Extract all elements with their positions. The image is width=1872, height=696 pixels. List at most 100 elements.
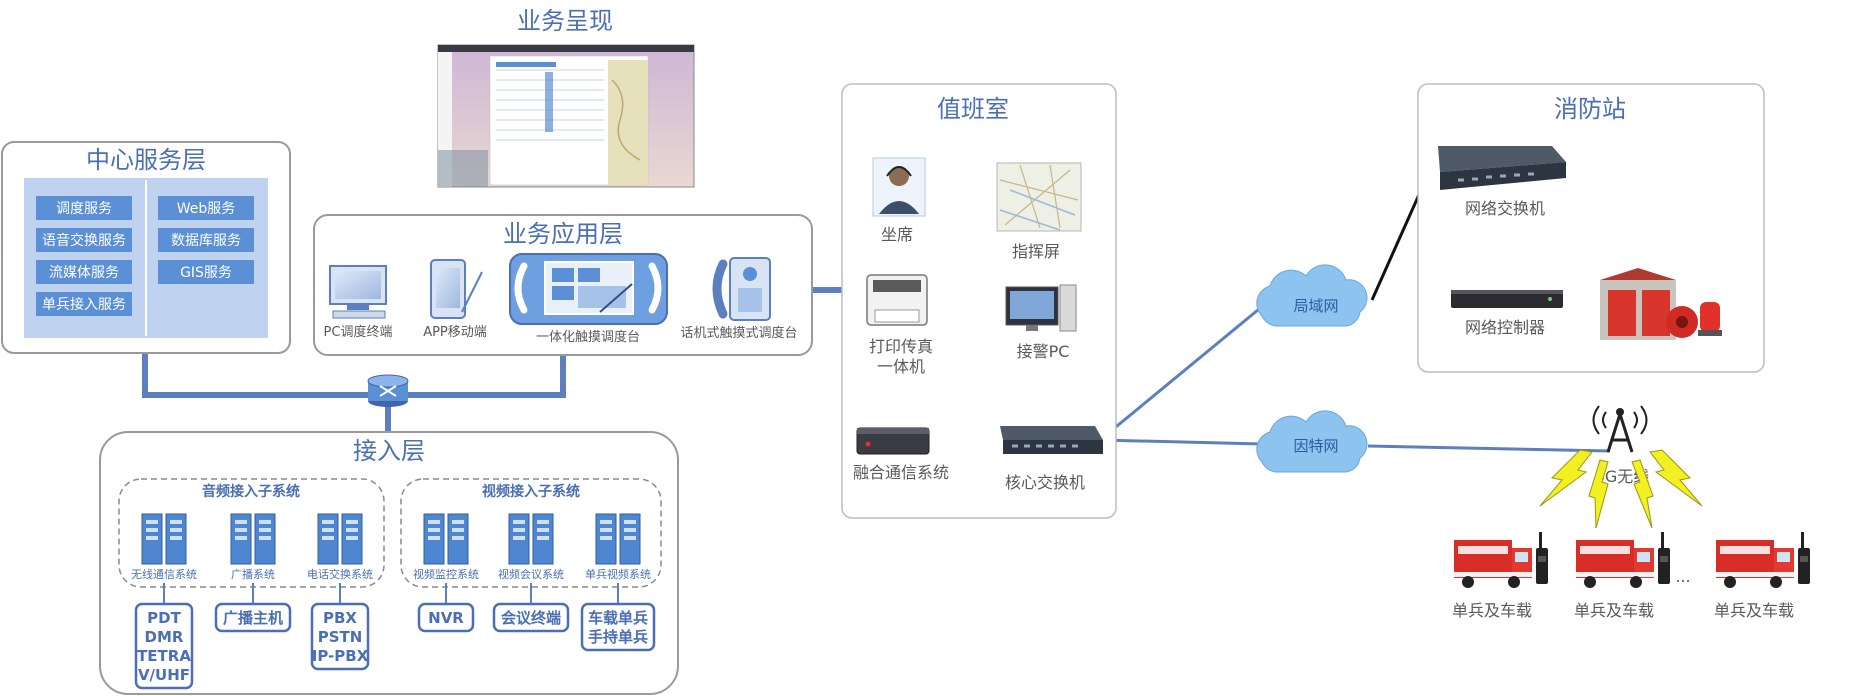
handheld-radio-icon bbox=[1658, 532, 1670, 584]
access-device-box bbox=[214, 602, 292, 633]
service-label: 语音交换服务 bbox=[42, 232, 126, 249]
video-group-label: 视频接入子系统 bbox=[482, 483, 580, 500]
access-device-label: IP-PBX bbox=[312, 647, 369, 665]
station-switch-label: 网络交换机 bbox=[1465, 199, 1545, 218]
pc-terminal-label: PC调度终端 bbox=[324, 324, 393, 340]
pc-terminal-icon bbox=[329, 265, 387, 319]
printer-fax-icon bbox=[866, 274, 928, 326]
handheld-radio-icon bbox=[1798, 532, 1810, 584]
presentation-title: 业务呈现 bbox=[517, 7, 613, 35]
server-cabinet-icon bbox=[508, 513, 554, 565]
access-device-label: NVR bbox=[428, 609, 464, 627]
service-box bbox=[158, 196, 254, 220]
center-service-layer: 中心服务层 调度服务语音交换服务流媒体服务单兵接入服务Web服务数据库服务GIS… bbox=[1, 141, 291, 354]
access-device-label: V/UHF bbox=[138, 666, 190, 684]
access-system-label: 广播系统 bbox=[231, 567, 275, 581]
access-system-label: 单兵视频系统 bbox=[585, 567, 651, 581]
service-label: 单兵接入服务 bbox=[42, 296, 126, 313]
service-box bbox=[36, 292, 132, 316]
fire-equipment-icon bbox=[1600, 268, 1722, 340]
field-unit-label: 单兵及车载 bbox=[1714, 601, 1794, 620]
service-box bbox=[158, 228, 254, 252]
field-unit-label: 单兵及车载 bbox=[1452, 601, 1532, 620]
presentation-section: 业务呈现 bbox=[437, 7, 695, 188]
phone-console-icon bbox=[712, 257, 771, 321]
fire-station: 消防站 网络交换机 网络控制器 bbox=[1417, 83, 1765, 373]
duty-room-title: 值班室 bbox=[937, 95, 1009, 123]
lan-label: 局域网 bbox=[1293, 297, 1338, 315]
app-layer: 业务应用层 PC调度终端 APP移动端 一体化触摸调度台 bbox=[313, 214, 813, 356]
touch-console-label: 一体化触摸调度台 bbox=[536, 329, 640, 345]
access-system-label: 视频会议系统 bbox=[498, 567, 564, 581]
mobile-app-label: APP移动端 bbox=[423, 325, 487, 340]
access-device-label: DMR bbox=[145, 628, 184, 646]
link-core-lan bbox=[1099, 298, 1271, 442]
router-icon bbox=[367, 374, 409, 407]
server-cabinet-icon bbox=[423, 513, 469, 565]
access-device-label: PBX bbox=[323, 609, 357, 627]
server-cabinet-icon bbox=[141, 513, 187, 565]
access-system-label: 电话交换系统 bbox=[307, 567, 373, 581]
server-cabinet-icon bbox=[230, 513, 276, 565]
field-ellipsis: ... bbox=[1675, 567, 1690, 586]
app-layer-title: 业务应用层 bbox=[503, 220, 623, 248]
server-cabinet-icon bbox=[595, 513, 641, 565]
service-box bbox=[158, 260, 254, 284]
access-device-label: 广播主机 bbox=[223, 609, 283, 627]
lan-cloud: 局域网 bbox=[1256, 264, 1368, 327]
internet-label: 因特网 bbox=[1293, 437, 1338, 455]
field-units: 单兵及车载 单兵及车载 单兵及车载 bbox=[1452, 532, 1810, 620]
duty-room: 值班室 坐席 指挥屏 打印传真 一体机 bbox=[841, 83, 1117, 519]
service-label: Web服务 bbox=[177, 201, 236, 217]
fusion-system-label: 融合通信系统 bbox=[853, 463, 949, 482]
access-layer: 接入层 音频接入子系统 视频接入子系统 无线通信系统PDTDMRTETRAV/U… bbox=[99, 431, 679, 695]
access-device-label: 车载单兵 bbox=[588, 609, 648, 627]
access-device-box bbox=[134, 602, 194, 690]
access-device-label: TETRA bbox=[137, 647, 191, 665]
access-system-label: 视频监控系统 bbox=[413, 567, 479, 581]
access-device-box bbox=[580, 602, 656, 652]
handheld-radio-icon bbox=[1536, 532, 1548, 584]
controller-label: 网络控制器 bbox=[1465, 318, 1545, 337]
wireless-bolts bbox=[1539, 449, 1703, 529]
server-cabinet-icon bbox=[317, 513, 363, 565]
core-switch-label: 核心交换机 bbox=[1005, 473, 1085, 492]
audio-group-label: 音频接入子系统 bbox=[202, 483, 300, 500]
fire-station-title: 消防站 bbox=[1554, 95, 1626, 123]
center-layer-title: 中心服务层 bbox=[86, 146, 206, 174]
command-screen-icon bbox=[996, 162, 1082, 232]
fire-truck-icon bbox=[1716, 540, 1794, 588]
seat-icon bbox=[872, 157, 926, 217]
command-screen-label: 指挥屏 bbox=[1012, 242, 1060, 261]
station-switch-icon bbox=[1438, 146, 1566, 190]
tower-4g: 4G无线 bbox=[1539, 405, 1703, 529]
access-system-label: 无线通信系统 bbox=[131, 567, 197, 581]
service-box bbox=[36, 228, 132, 252]
access-device-box bbox=[492, 602, 570, 633]
seat-label: 坐席 bbox=[881, 225, 913, 244]
dashboard-screenshot bbox=[437, 44, 695, 188]
service-label: 数据库服务 bbox=[171, 233, 241, 249]
mobile-app-icon bbox=[430, 259, 483, 319]
core-switch-icon bbox=[1000, 426, 1103, 454]
printer-fax-label-2: 一体机 bbox=[877, 357, 925, 376]
fire-truck-icon bbox=[1576, 540, 1654, 588]
fusion-system-icon bbox=[856, 427, 930, 455]
service-label: 调度服务 bbox=[56, 201, 112, 217]
service-box bbox=[36, 196, 132, 220]
link-core-internet bbox=[1099, 438, 1263, 446]
access-device-label: 会议终端 bbox=[501, 609, 561, 627]
fire-truck-icon bbox=[1454, 540, 1532, 588]
touch-console-icon bbox=[509, 253, 668, 325]
access-systems: 无线通信系统PDTDMRTETRAV/UHF广播系统广播主机电话交换系统PBXP… bbox=[131, 513, 656, 690]
link-internet-tower bbox=[1367, 444, 1611, 453]
phone-console-label: 话机式触摸式调度台 bbox=[680, 325, 797, 341]
field-unit-label: 单兵及车载 bbox=[1574, 601, 1654, 620]
alarm-pc-icon bbox=[1005, 284, 1077, 332]
alarm-pc-label: 接警PC bbox=[1017, 342, 1070, 361]
service-box bbox=[36, 260, 132, 284]
service-label: 流媒体服务 bbox=[49, 265, 119, 281]
printer-fax-label-1: 打印传真 bbox=[869, 337, 933, 356]
